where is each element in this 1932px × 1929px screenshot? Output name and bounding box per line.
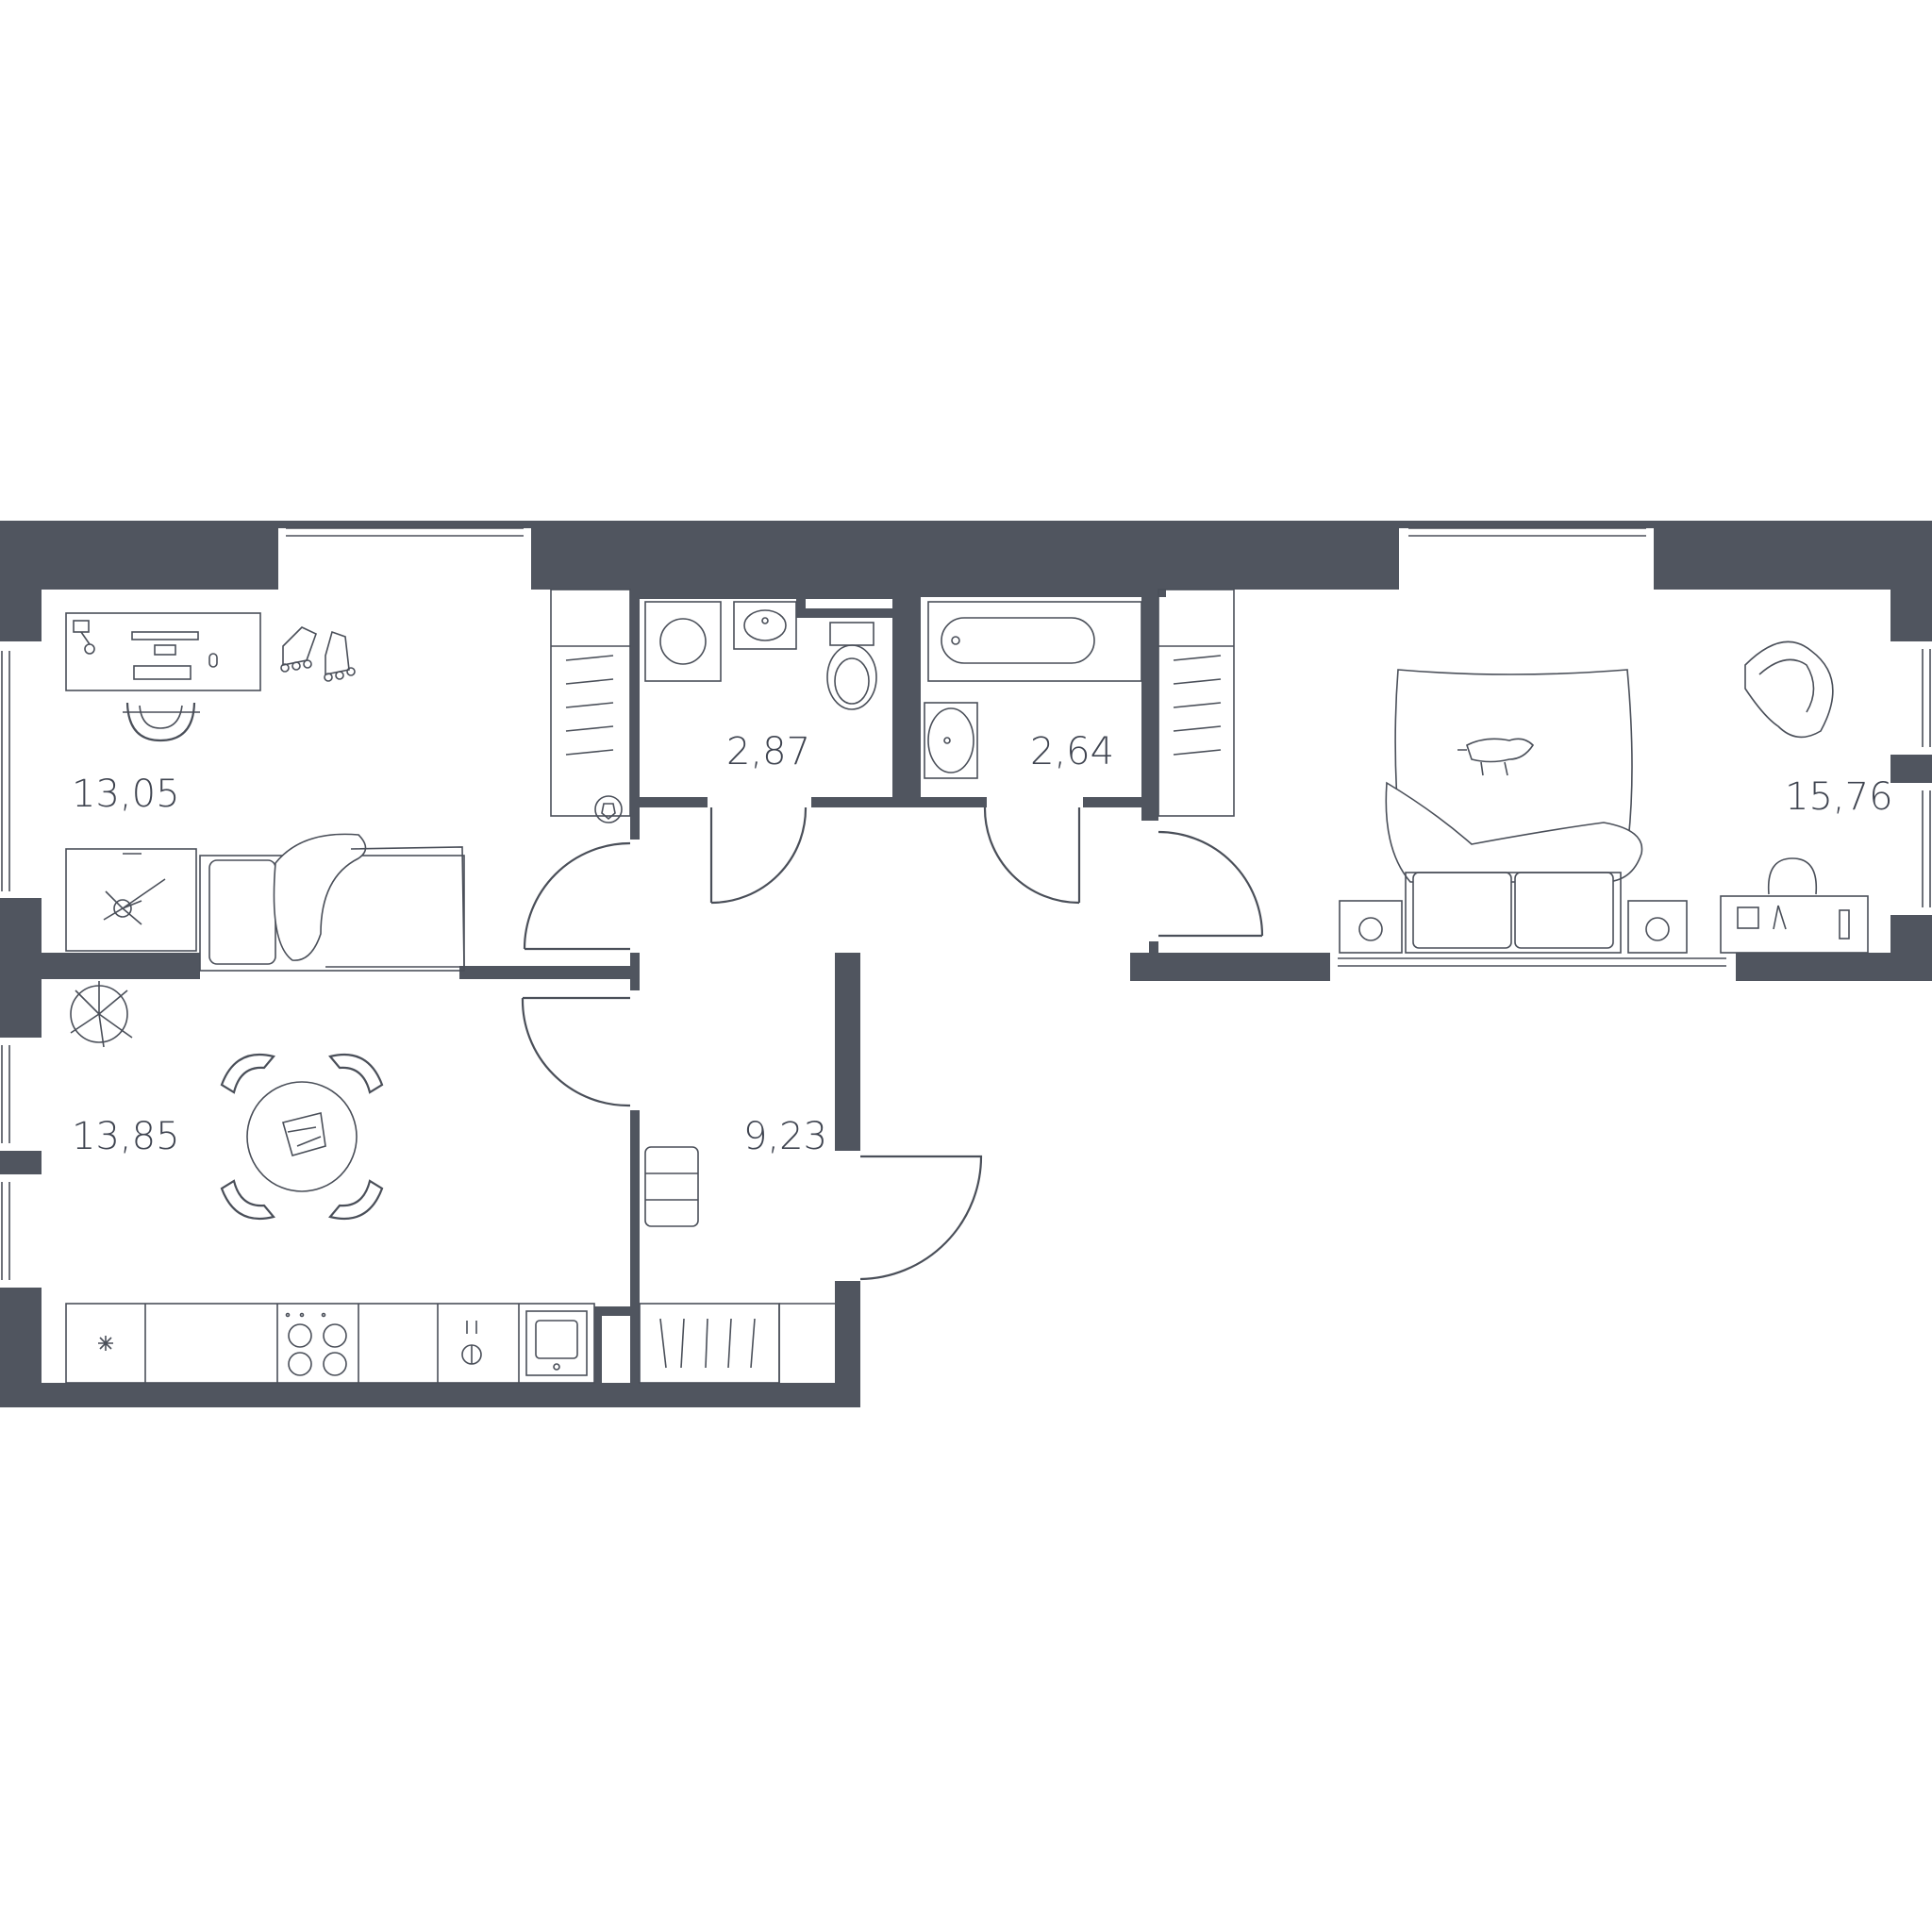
rollerblades-icon <box>280 626 356 682</box>
desk-icon <box>1720 895 1869 954</box>
office-chair-icon <box>123 702 200 742</box>
desk-icon <box>65 612 261 691</box>
armchair-icon <box>1744 640 1834 739</box>
single-bed-icon <box>199 833 465 972</box>
dining-table-icon <box>246 1081 358 1192</box>
nightstand-icon <box>65 848 197 952</box>
nightstand-icon <box>1339 900 1688 954</box>
washing-machine-icon <box>644 601 722 682</box>
wardrobe-icon <box>550 589 631 817</box>
football-icon <box>594 795 623 823</box>
pouf-icon <box>644 1146 699 1227</box>
sink-icon <box>733 601 797 650</box>
tap-icon <box>461 1321 482 1365</box>
sink-icon <box>924 702 978 779</box>
room-area-wc: 2,87 <box>726 730 810 773</box>
room-area-bathroom: 2,64 <box>1030 730 1114 773</box>
room-area-hallway: 9,23 <box>743 1115 827 1158</box>
bathtub-icon <box>927 601 1142 682</box>
toilet-icon <box>826 622 877 710</box>
door-icon <box>521 807 1264 1281</box>
wardrobe-icon <box>1158 589 1235 817</box>
plant-icon <box>70 981 133 1048</box>
stove-icon <box>285 1312 347 1376</box>
dining-chair-icon <box>220 1053 384 1221</box>
room-area-bedroom-left: 13,05 <box>72 773 180 816</box>
kitchen-sink-icon <box>525 1310 588 1376</box>
window-icon <box>0 527 1932 1288</box>
room-area-bedroom-right: 15,76 <box>1785 775 1893 819</box>
kitchen-counter <box>65 1303 595 1384</box>
wardrobe-icon <box>639 1303 835 1384</box>
room-area-kitchen-living: 13,85 <box>72 1115 180 1158</box>
double-bed-icon <box>1385 669 1643 954</box>
plant-icon <box>103 878 166 925</box>
lamp-icon <box>1767 857 1818 895</box>
cat-icon <box>1457 738 1535 776</box>
